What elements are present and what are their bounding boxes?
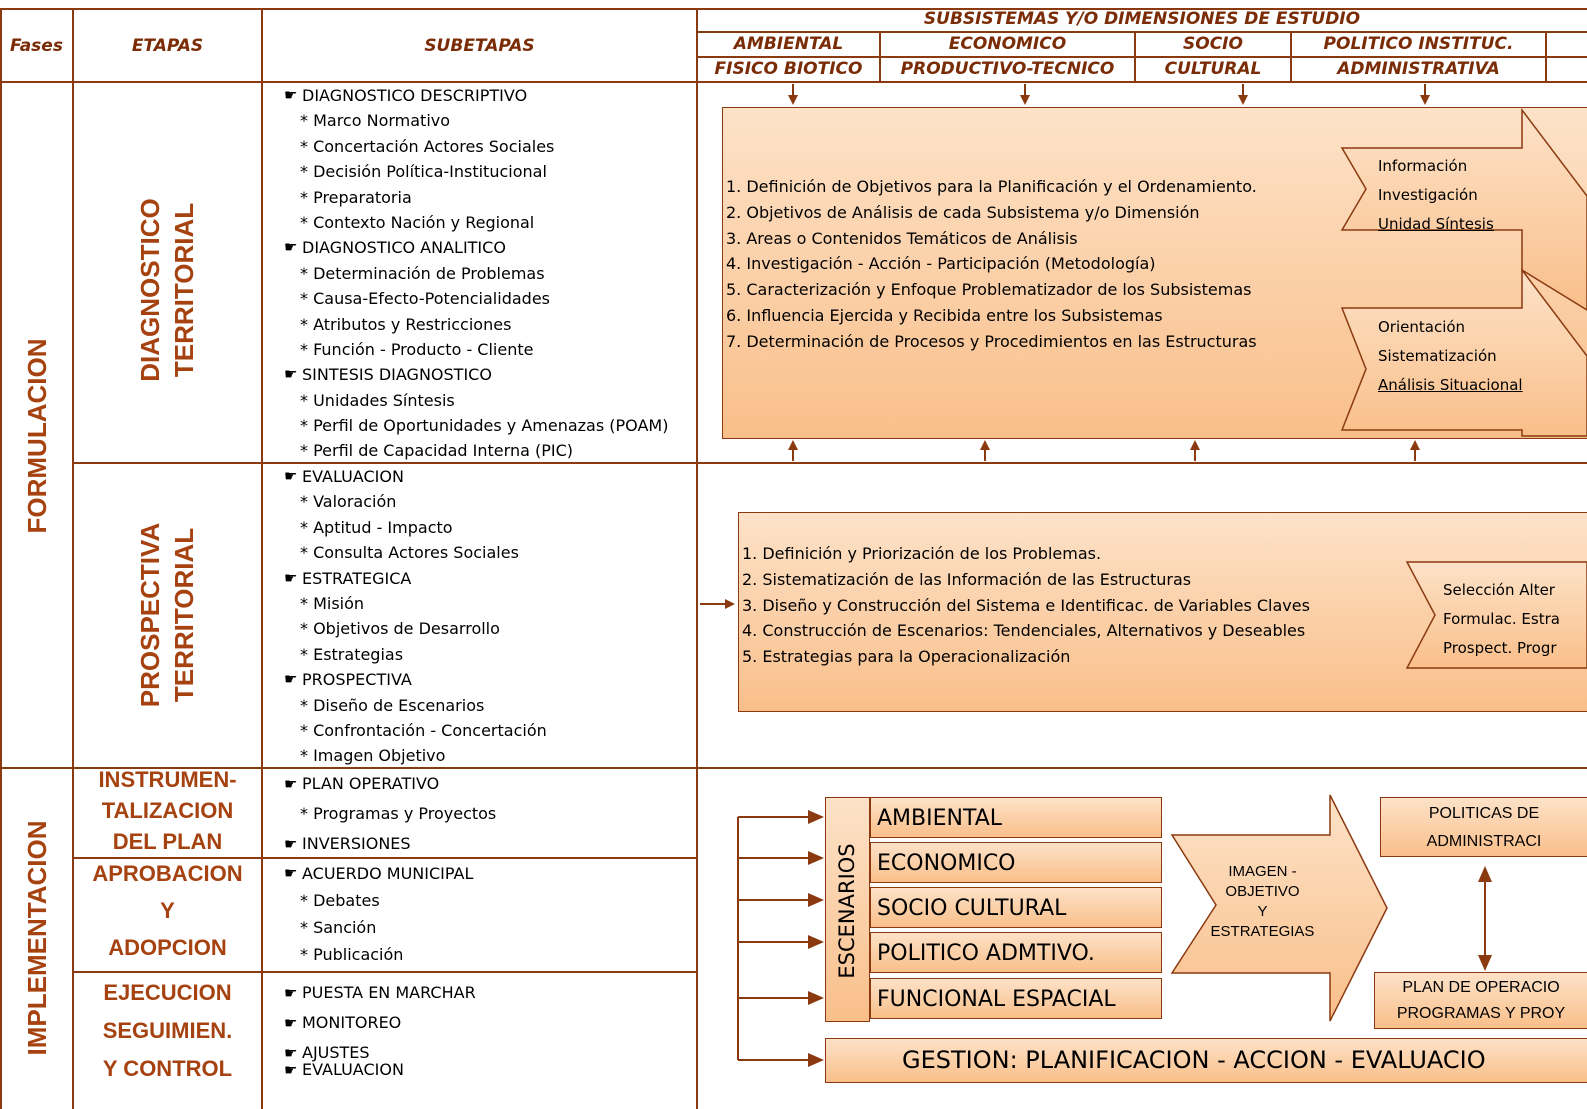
- list-item: AJUSTES: [284, 1038, 476, 1062]
- escenario-economico: ECONOMICO: [870, 842, 1162, 883]
- list-item: PUESTA EN MARCHAR: [284, 978, 476, 1008]
- list-item: EVALUACION: [284, 1062, 476, 1080]
- subetapas-instrumentalizacion: PLAN OPERATIVO * Programas y Proyectos I…: [284, 769, 496, 859]
- list-item: 1. Definición y Priorización de los Prob…: [742, 544, 1102, 563]
- list-item: 5. Caracterización y Enfoque Problematiz…: [726, 280, 1252, 300]
- list-item: Sistematización: [1378, 347, 1497, 365]
- list-item: 2. Sistematización de las Información de…: [742, 569, 1192, 589]
- list-item: * Misión: [300, 593, 365, 613]
- list-item: PLAN OPERATIVO: [284, 769, 496, 799]
- list-item: * Publicación: [300, 945, 404, 964]
- list-item: * Perfil de Capacidad Interna (PIC): [300, 441, 573, 461]
- diag-chevron-1: Información Investigación Unidad Síntesi…: [1378, 152, 1494, 239]
- header-fases: Fases: [10, 36, 63, 56]
- gestion-bar: GESTION: PLANIFICACION - ACCION - EVALUA…: [825, 1038, 1587, 1083]
- list-item: 4. Investigación - Acción - Participació…: [726, 254, 1156, 274]
- list-item: Formulac. Estra: [1443, 610, 1560, 628]
- list-item: MONITOREO: [284, 1008, 476, 1038]
- list-item: Prospect. Progr: [1443, 639, 1557, 657]
- list-item: 4. Construcción de Escenarios: Tendencia…: [742, 621, 1306, 641]
- subetapas-aprobacion: ACUERDO MUNICIPAL * Debates * Sanción * …: [284, 860, 473, 968]
- list-item: Información: [1378, 157, 1468, 175]
- list-item: * Causa-Efecto-Potencialidades: [300, 289, 550, 309]
- list-item: 6. Influencia Ejercida y Recibida entre …: [726, 305, 1163, 325]
- fase-formulacion: FORMULACION: [22, 338, 52, 534]
- list-item: 3. Diseño y Construcción del Sistema e I…: [742, 595, 1310, 615]
- list-item: * Perfil de Oportunidades y Amenazas (PO…: [300, 416, 669, 436]
- prosp-chevron: [1405, 561, 1587, 669]
- header-subetapas: SUBETAPAS: [424, 36, 535, 56]
- header-subsistemas: SUBSISTEMAS Y/O DIMENSIONES DE ESTUDIO: [923, 9, 1361, 29]
- escenarios-label-box: [825, 797, 870, 1022]
- prospectiva-items: 1. Definición y Priorización de los Prob…: [742, 541, 1310, 670]
- diag-chevrons: [1340, 108, 1587, 437]
- subetapas-ejecucion: PUESTA EN MARCHAR MONITOREO AJUSTES EVAL…: [284, 978, 476, 1080]
- escenario-politico: POLITICO ADMTIVO.: [870, 932, 1162, 973]
- list-item: * Aptitud - Impacto: [300, 517, 453, 537]
- list-item: * Decisión Política-Institucional: [300, 162, 547, 182]
- list-item: * Determinación de Problemas: [300, 263, 545, 283]
- list-item: * Función - Producto - Cliente: [300, 339, 534, 359]
- list-item: 1. Definición de Objetivos para la Plani…: [726, 177, 1257, 196]
- diagnostico-items: 1. Definición de Objetivos para la Plani…: [726, 174, 1257, 355]
- list-item: * Sanción: [300, 918, 377, 937]
- list-item: Unidad Síntesis: [1378, 215, 1494, 233]
- list-item: ESTRATEGICA: [284, 566, 547, 591]
- list-item: 2. Objetivos de Análisis de cada Subsist…: [726, 202, 1200, 222]
- list-item: 7. Determinación de Procesos y Procedimi…: [726, 331, 1257, 351]
- list-item: * Consulta Actores Sociales: [300, 543, 519, 563]
- list-item: INVERSIONES: [284, 829, 496, 859]
- list-item: * Programas y Proyectos: [300, 804, 497, 823]
- list-item: EVALUACION: [284, 464, 547, 489]
- list-item: * Concertación Actores Sociales: [300, 136, 555, 156]
- list-item: * Estrategias: [300, 644, 404, 664]
- list-item: * Debates: [300, 891, 380, 910]
- escenario-socio-cultural: SOCIO CULTURAL: [870, 887, 1162, 928]
- subetapas-prospectiva: EVALUACION * Valoración * Aptitud - Impa…: [284, 464, 547, 769]
- list-item: Análisis Situacional: [1378, 376, 1523, 394]
- subetapas-diagnostico: DIAGNOSTICO DESCRIPTIVO * Marco Normativ…: [284, 83, 668, 464]
- list-item: * Valoración: [300, 492, 397, 512]
- list-item: * Imagen Objetivo: [300, 746, 446, 766]
- list-item: * Unidades Síntesis: [300, 390, 455, 410]
- list-item: ACUERDO MUNICIPAL: [284, 860, 473, 887]
- list-item: 3. Areas o Contenidos Temáticos de Análi…: [726, 228, 1078, 248]
- header-dim-politico: POLITICO INSTITUC.ADMINISTRATIVA: [1323, 34, 1514, 79]
- list-item: PROSPECTIVA: [284, 667, 547, 692]
- list-item: Orientación: [1378, 318, 1466, 336]
- diag-chevron-2: Orientación Sistematización Análisis Sit…: [1378, 313, 1523, 400]
- list-item: * Marco Normativo: [300, 111, 451, 131]
- list-item: DIAGNOSTICO ANALITICO: [284, 235, 668, 260]
- fase-implementacion: IMPLEMENTACION: [22, 820, 52, 1056]
- list-item: * Confrontación - Concertación: [300, 720, 547, 740]
- list-item: 5. Estrategias para la Operacionalizació…: [742, 647, 1071, 667]
- list-item: Selección Alter: [1443, 581, 1555, 599]
- imagen-objetivo-arrow: [1170, 794, 1388, 1022]
- prosp-chevron-text: Selección Alter Formulac. Estra Prospect…: [1443, 576, 1560, 663]
- list-item: * Diseño de Escenarios: [300, 695, 485, 715]
- list-item: SINTESIS DIAGNOSTICO: [284, 362, 668, 387]
- list-item: * Atributos y Restricciones: [300, 314, 512, 334]
- list-item: * Objetivos de Desarrollo: [300, 619, 500, 639]
- escenario-ambiental: AMBIENTAL: [870, 797, 1162, 838]
- list-item: * Contexto Nación y Regional: [300, 212, 535, 232]
- escenarios-label: ESCENARIOS: [835, 843, 859, 979]
- list-item: DIAGNOSTICO DESCRIPTIVO: [284, 83, 668, 108]
- list-item: Investigación: [1378, 186, 1478, 204]
- list-item: * Preparatoria: [300, 187, 412, 207]
- escenario-funcional: FUNCIONAL ESPACIAL: [870, 978, 1162, 1019]
- header-etapas: ETAPAS: [131, 36, 204, 56]
